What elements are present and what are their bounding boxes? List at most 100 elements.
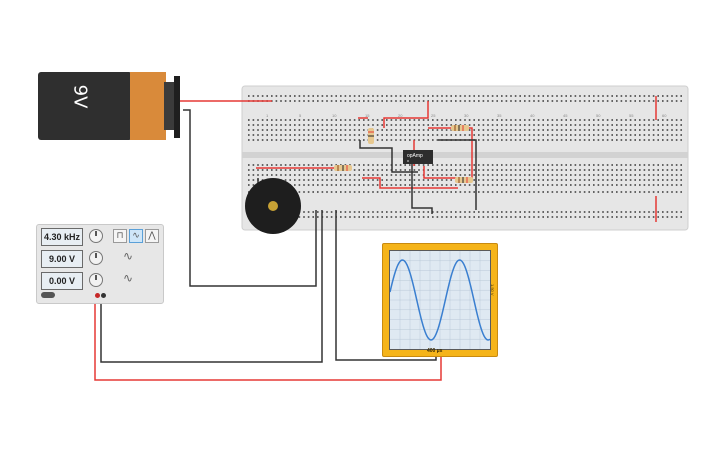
op-amp-chip[interactable] [403, 150, 433, 164]
oscilloscope[interactable]: 400 µs 1.50 V [382, 243, 498, 357]
offset-knob[interactable] [89, 273, 103, 287]
frequency-knob[interactable] [89, 229, 103, 243]
breadboard-hole [468, 129, 471, 131]
breadboard-hole [505, 119, 508, 121]
function-generator[interactable]: 4.30 kHz 9.00 V 0.00 V ⊓ ∿ ⋀ ∿ ∿ [36, 224, 164, 304]
resistor-4[interactable] [455, 177, 473, 183]
breadboard-hole [381, 124, 383, 126]
resistor-1[interactable] [451, 125, 469, 131]
breadboard-hole [376, 119, 379, 121]
breadboard-hole [381, 134, 383, 136]
breadboard-hole [620, 139, 623, 141]
breadboard-hole [579, 129, 581, 131]
breadboard-hole [671, 139, 673, 141]
breadboard-hole [542, 184, 544, 186]
resistor-2[interactable] [368, 128, 374, 144]
breadboard-hole [574, 134, 577, 136]
breadboard-hole [533, 169, 535, 171]
breadboard-hole [675, 164, 678, 166]
breadboard-hole [510, 129, 512, 131]
breadboard-hole [321, 164, 324, 166]
breadboard-hole [395, 184, 397, 186]
breadboard-hole [666, 134, 669, 136]
breadboard-hole [510, 216, 512, 218]
column-number: 50 [596, 113, 601, 118]
breadboard-hole [390, 211, 393, 213]
breadboard-hole [252, 134, 255, 136]
breadboard-hole [422, 164, 425, 166]
breadboard-hole [344, 139, 347, 141]
breadboard-hole [496, 100, 498, 102]
breadboard-hole [519, 100, 521, 102]
breadboard-hole [307, 124, 310, 126]
breadboard-hole [611, 124, 613, 126]
breadboard-hole [404, 100, 406, 102]
positive-terminal[interactable] [95, 293, 100, 298]
breadboard-hole [648, 169, 650, 171]
breadboard-hole [671, 211, 673, 213]
breadboard-hole [367, 164, 370, 166]
square-wave-button[interactable]: ⊓ [113, 229, 127, 243]
breadboard-hole [335, 124, 337, 126]
sine-wave-button[interactable]: ∿ [129, 229, 143, 243]
breadboard-hole [639, 129, 641, 131]
breadboard-hole [671, 169, 673, 171]
breadboard-hole [565, 184, 567, 186]
breadboard-hole [294, 100, 296, 102]
op-amp-label: opAmp [407, 153, 423, 159]
breadboard-hole [510, 191, 512, 193]
breadboard-hole [321, 169, 324, 171]
breadboard-hole [395, 216, 397, 218]
resistor-3[interactable] [334, 165, 352, 171]
breadboard-hole [353, 191, 356, 193]
breadboard-hole [570, 119, 572, 121]
breadboard-hole [505, 174, 508, 176]
breadboard-hole [666, 100, 669, 102]
triangle-wave-button[interactable]: ⋀ [145, 229, 159, 243]
breadboard-hole [427, 139, 429, 141]
breadboard-hole [353, 211, 356, 213]
breadboard-hole [643, 174, 646, 176]
breadboard-hole [602, 164, 604, 166]
breadboard-hole [652, 169, 655, 171]
breadboard-hole [519, 184, 521, 186]
breadboard-hole [629, 179, 632, 181]
breadboard-hole [409, 134, 411, 136]
offset-display[interactable]: 0.00 V [41, 272, 83, 290]
breadboard-hole [298, 174, 301, 176]
negative-terminal[interactable] [101, 293, 106, 298]
breadboard-hole [574, 179, 577, 181]
breadboard-hole [675, 119, 678, 121]
breadboard-hole [257, 174, 259, 176]
breadboard[interactable] [241, 85, 689, 231]
amplitude-display[interactable]: 9.00 V [41, 250, 83, 268]
breadboard-hole [455, 211, 457, 213]
breadboard-hole [666, 174, 669, 176]
breadboard-hole [487, 184, 489, 186]
breadboard-hole [556, 179, 558, 181]
frequency-display[interactable]: 4.30 kHz [41, 228, 83, 246]
battery-9v[interactable] [38, 72, 180, 140]
breadboard-hole [593, 184, 595, 186]
breadboard-hole [280, 174, 282, 176]
breadboard-hole [602, 124, 604, 126]
breadboard-hole [588, 191, 590, 193]
breadboard-hole [565, 129, 567, 131]
breadboard-hole [464, 211, 466, 213]
breadboard-hole [427, 211, 429, 213]
breadboard-hole [482, 164, 485, 166]
breadboard-hole [432, 216, 434, 218]
breadboard-hole [390, 139, 393, 141]
breadboard-hole [376, 129, 379, 131]
breadboard-hole [418, 100, 420, 102]
breadboard-hole [395, 174, 397, 176]
breadboard-hole [418, 124, 420, 126]
piezo-buzzer[interactable] [245, 178, 301, 234]
breadboard-hole [441, 100, 443, 102]
power-switch[interactable] [41, 292, 55, 298]
breadboard-hole [294, 184, 296, 186]
amplitude-knob[interactable] [89, 251, 103, 265]
breadboard-hole [593, 134, 595, 136]
breadboard-hole [307, 119, 310, 121]
